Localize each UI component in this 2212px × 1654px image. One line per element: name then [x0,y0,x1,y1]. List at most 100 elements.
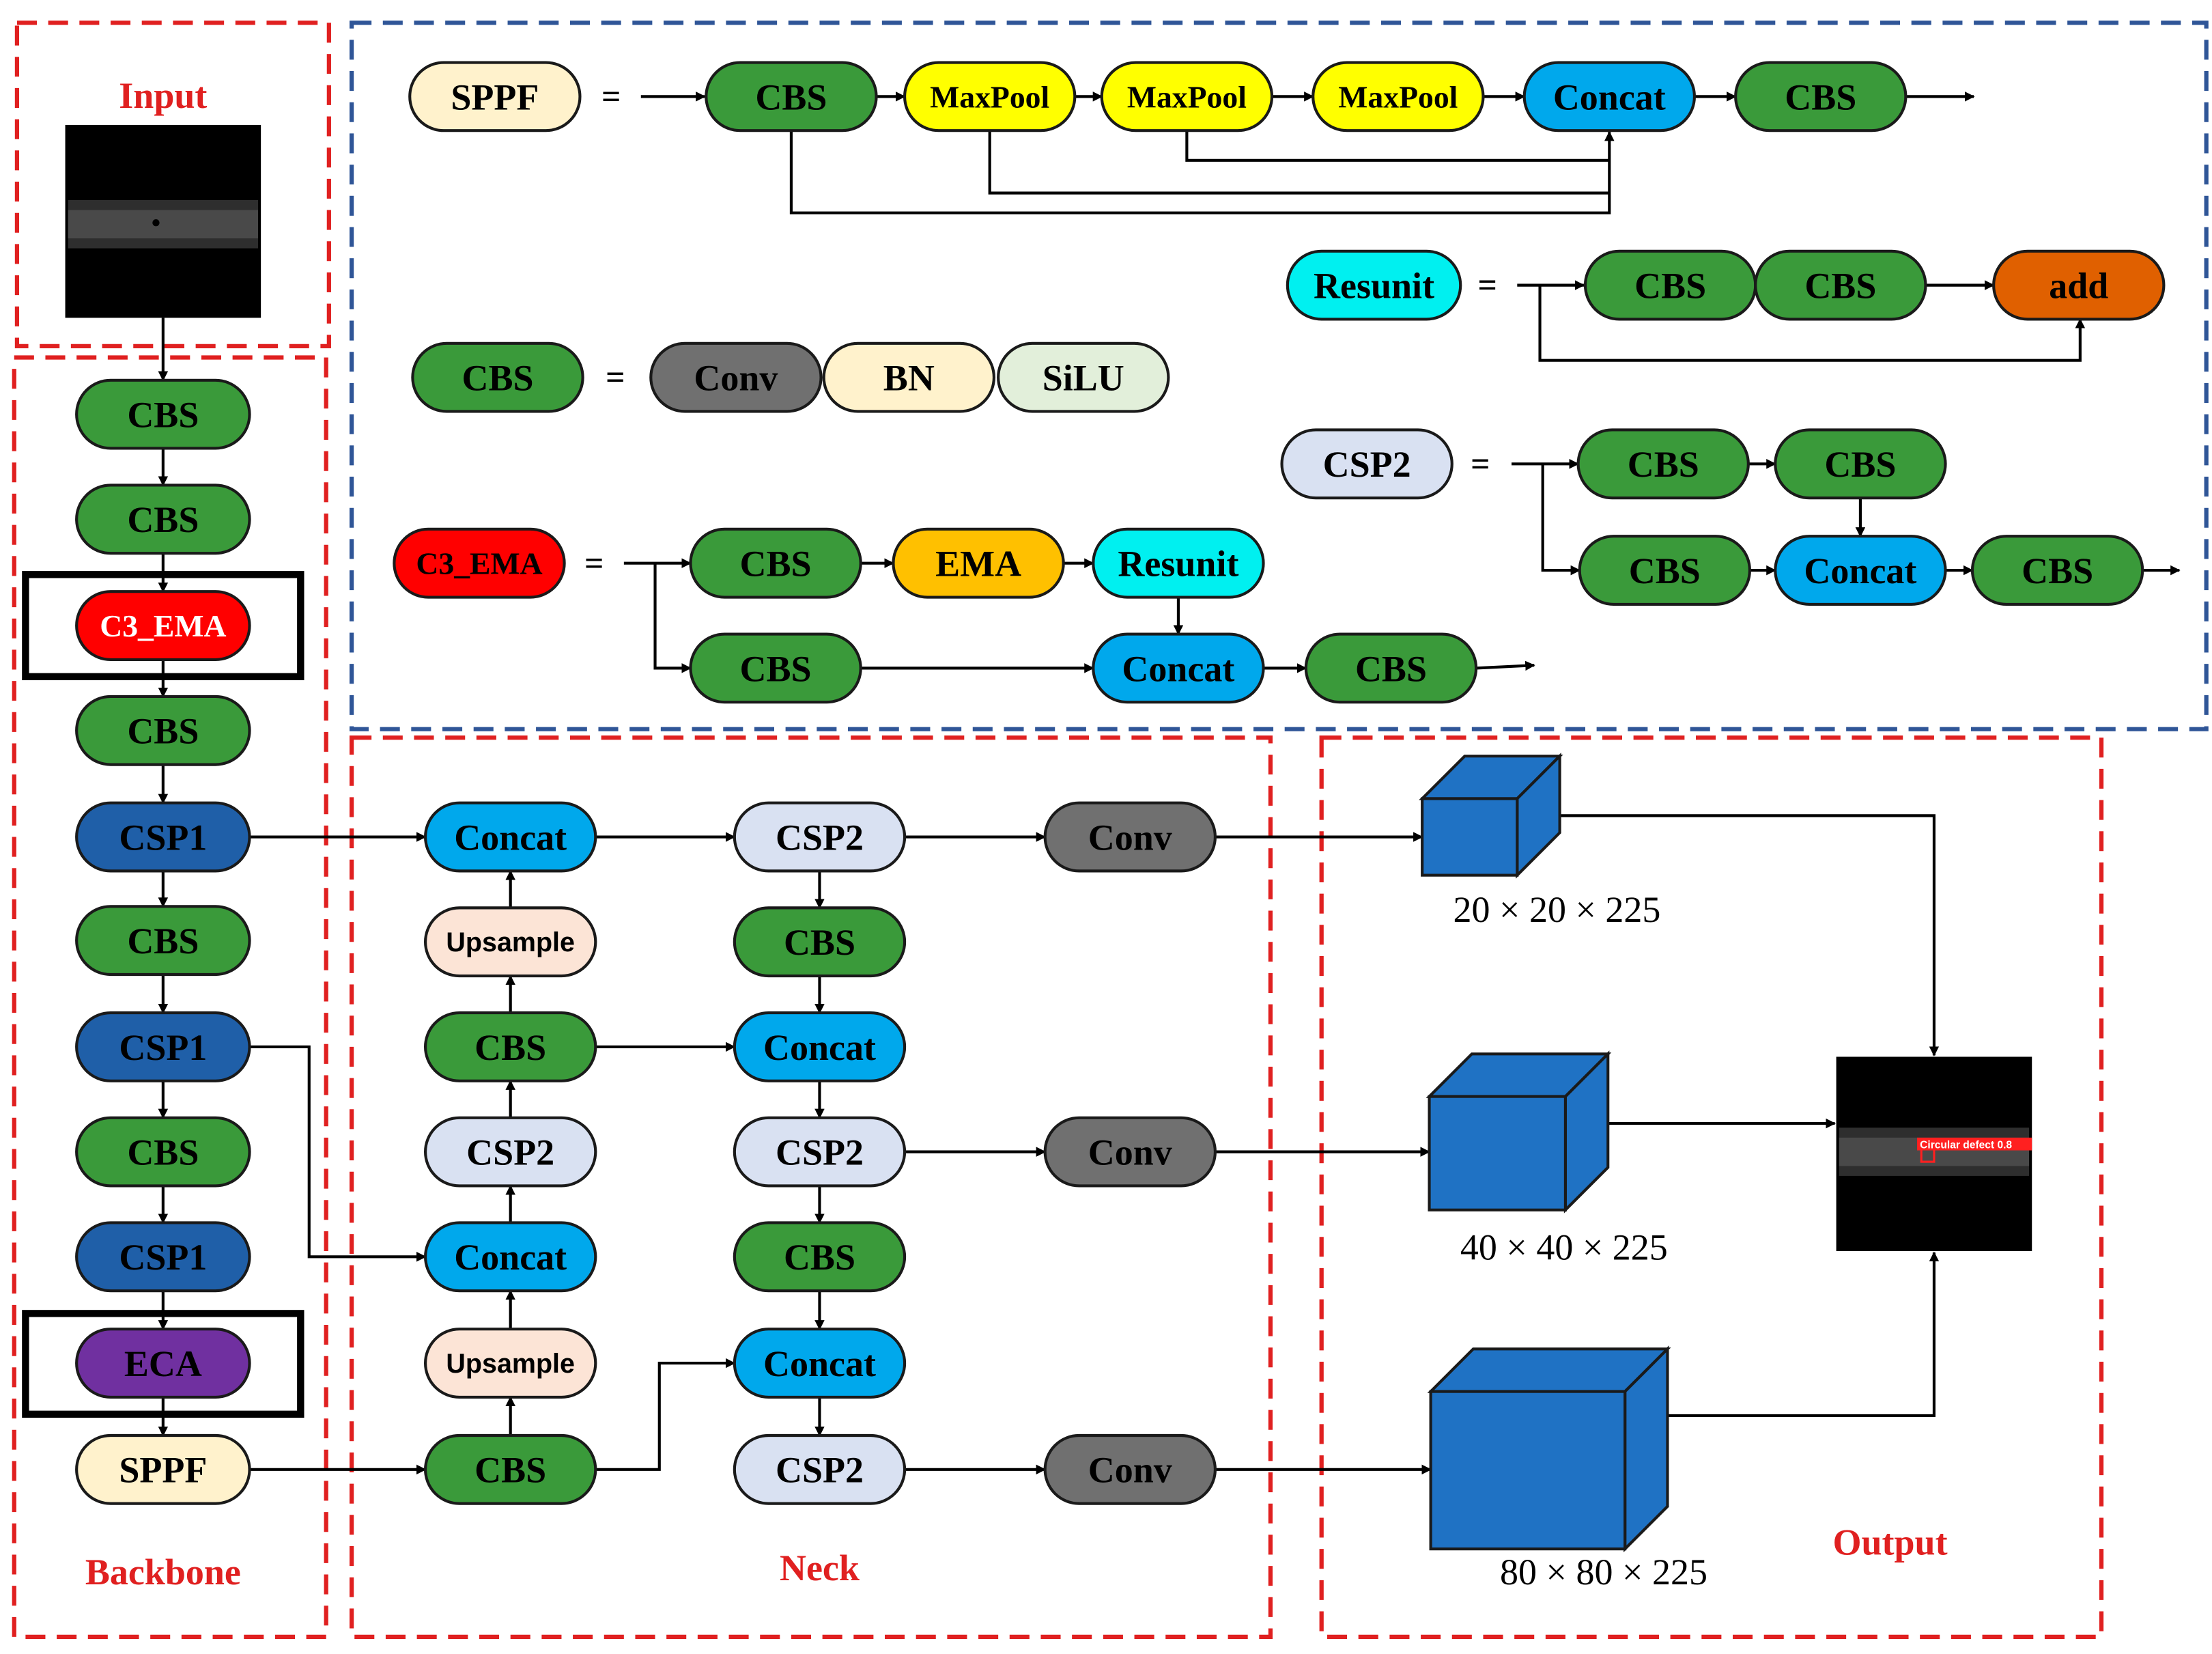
legend-sppf-eq: = [601,78,621,115]
legend-sppf-maxpool-2-label: MaxPool [1127,79,1247,114]
legend-csp2-cbs-1: CBS [1774,428,1947,500]
legend-csp2-cbs-2-label: CBS [1629,550,1701,591]
legend-resunit-eq: = [1477,266,1497,304]
backbone-node-sppf-10: SPPF [75,1433,251,1505]
neck-col1-upsample-5-label: Upsample [446,1349,575,1379]
detection-label-bg [1917,1137,2032,1151]
neck-col1-concat-4-label: Concat [454,1237,567,1278]
legend-csp2-cbs-1-label: CBS [1824,444,1896,485]
section-frames [12,20,2209,1640]
backbone-node-cbs-5: CBS [75,905,251,977]
legend-resunit-name: Resunit [1286,249,1462,321]
neck-col3-conv-0: Conv [1043,801,1217,873]
legend-resunit-cbs-0-label: CBS [1634,266,1706,307]
legend-cbs-name-label: CBS [462,358,533,399]
legend-cbs-conv: Conv [649,341,823,413]
legend-sppf-cbs-5-label: CBS [1785,76,1856,117]
neck-col1-csp2-3: CSP2 [424,1116,597,1188]
neck-col1-concat-0: Concat [424,801,597,873]
legend-csp2-cbs-0-label: CBS [1628,444,1699,485]
output-title: Output [1832,1522,1947,1562]
legend-resunit-cbs-1: CBS [1754,249,1927,321]
legend-csp2-name: CSP2 [1280,428,1454,500]
backbone-node-csp1-8-label: CSP1 [119,1237,207,1278]
legend-c3ema-name: C3_EMA [393,527,566,599]
legend-resunit-cbs-0: CBS [1583,249,1757,321]
backbone-node-cbs-1: CBS [75,483,251,555]
neck-col2-csp2-0: CSP2 [733,801,907,873]
neck-col2-csp2-0-label: CSP2 [776,817,864,858]
legend-sppf-cbs-5: CBS [1734,61,1908,132]
c3-ema-highlight [22,571,304,681]
connector [595,1358,736,1471]
neck-col1-upsample-1-label: Upsample [446,927,575,957]
connector [1666,1251,1940,1417]
legend-resunit-add: add [1992,249,2166,321]
output-size-40: 40 × 40 × 225 [1460,1227,1668,1267]
feature-cubes [1419,753,1671,1553]
legend-resunit-cbs-1-label: CBS [1804,266,1876,307]
neck-col2-cbs-1-label: CBS [784,922,855,963]
backbone-node-cbs-7-label: CBS [127,1132,199,1173]
legend-c3ema-name-label: C3_EMA [416,546,542,581]
legend-c3ema-resunit: Resunit [1092,527,1265,599]
legend-csp2-cbs-3-label: CBS [2022,550,2093,591]
legend-cbs-conv-label: Conv [694,358,778,399]
legend-c3ema-cbs-2-label: CBS [1355,648,1427,689]
backbone-node-csp1-6: CSP1 [75,1011,251,1082]
connector [1559,814,1940,1056]
legend-c3ema-cbs-2: CBS [1304,632,1478,704]
neck-col1-cbs-2-label: CBS [474,1027,546,1068]
neck-col2-cbs-1: CBS [733,906,907,978]
legend-csp2-cbs-3: CBS [1970,535,2144,606]
connector [249,1045,427,1262]
backbone-node-csp1-8: CSP1 [75,1221,251,1293]
connector [789,130,1615,214]
legend-csp2-concat-label: Concat [1804,550,1916,591]
legend-c3ema-cbs-0: CBS [689,527,862,599]
legend-c3ema-cbs-1-label: CBS [740,648,812,689]
legend-cbs-bn-label: BN [883,358,935,399]
neck-col2-concat-5-label: Concat [763,1343,876,1384]
legend-cbs-silu: SiLU [997,341,1170,413]
neck-col1-cbs-6: CBS [424,1433,597,1505]
legend-csp2-concat: Concat [1774,535,1947,606]
legend-csp2-cbs-0: CBS [1576,428,1750,500]
legend-c3ema-concat-label: Concat [1122,648,1234,689]
neck-col1-cbs-6-label: CBS [474,1450,546,1491]
backbone-node-c3-ema-2-label: C3_EMA [100,608,226,643]
neck-col2-csp2-6-label: CSP2 [776,1450,864,1491]
neck-col2-csp2-3-label: CSP2 [776,1132,864,1173]
legend-c3ema-ema: EMA [892,527,1065,599]
legend-c3ema-resunit-label: Resunit [1118,544,1238,585]
neck-col2-concat-2-label: Concat [763,1027,876,1068]
legend-c3ema-concat: Concat [1092,632,1265,704]
legend-sppf-concat-4-label: Concat [1553,76,1666,117]
neck-title: Neck [780,1547,860,1588]
legend-csp2-eq: = [1471,445,1490,483]
detection-label: Circular defect 0.8 [1920,1139,2012,1151]
backbone-node-cbs-0: CBS [75,378,251,450]
neck-col3-conv-1: Conv [1043,1116,1217,1188]
legend-c3ema-cbs-0-label: CBS [740,544,812,585]
backbone-node-cbs-5-label: CBS [127,921,199,962]
neck-col2-cbs-4: CBS [733,1221,907,1293]
input-section-frame [14,20,331,349]
connector [988,130,1610,195]
neck-col2-cbs-4-label: CBS [784,1237,855,1278]
eca-highlight [22,1310,304,1418]
neck-col2-concat-5: Concat [733,1328,907,1399]
defect-dot [152,219,160,227]
cube-40x40 [1426,1050,1612,1214]
connector [1475,660,1535,671]
legend-sppf-cbs-0-label: CBS [755,76,827,117]
backbone-title: Backbone [85,1552,241,1593]
input-title: Input [119,75,207,116]
input-image [65,124,261,318]
backbone-section-frame [12,355,328,1640]
legend-c3ema-cbs-1: CBS [689,632,862,704]
neck-col2-csp2-3: CSP2 [733,1116,907,1188]
output-image: Circular defect 0.8 [1836,1056,2032,1251]
neck-col2-csp2-6: CSP2 [733,1433,907,1505]
legend-sppf-maxpool-3-label: MaxPool [1338,79,1458,114]
